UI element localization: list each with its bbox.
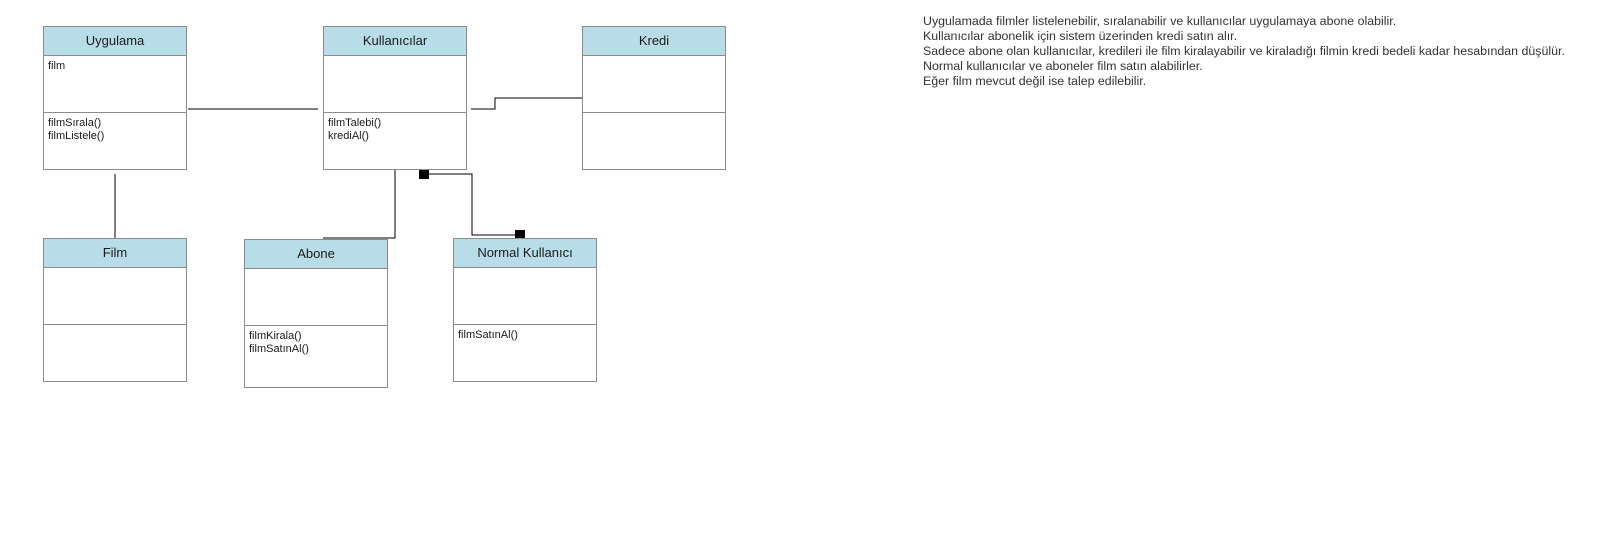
class-kullanicilar[interactable]: Kullanıcılar filmTalebi() krediAl() [323, 26, 467, 170]
class-name: Uygulama [44, 27, 186, 56]
note-line: Uygulamada filmler listelenebilir, sıral… [923, 14, 1397, 28]
class-operations: filmTalebi() krediAl() [328, 117, 382, 142]
note-line: Sadece abone olan kullanıcılar, krediler… [923, 44, 1565, 58]
class-operations: filmSatınAl() [458, 329, 518, 341]
note-line: Kullanıcılar abonelik için sistem üzerin… [923, 29, 1238, 43]
class-attributes [583, 56, 725, 113]
class-abone[interactable]: Abone filmKirala() filmSatınAl() [244, 239, 388, 388]
connector-kullanicilar-kredi [471, 97, 582, 110]
note-line: Eğer film mevcut değil ise talep edilebi… [923, 74, 1147, 88]
class-operations: filmKirala() filmSatınAl() [249, 330, 309, 355]
class-attributes [245, 269, 387, 326]
class-film[interactable]: Film [43, 238, 187, 382]
class-operations: filmSırala() filmListele() [48, 117, 105, 142]
class-name: Kredi [583, 27, 725, 56]
class-attributes [324, 56, 466, 113]
connector-kullanicilar-normal [424, 173, 520, 236]
composition-marker-bottom [515, 230, 525, 240]
class-attributes [44, 268, 186, 325]
class-name: Kullanıcılar [324, 27, 466, 56]
class-attributes: film [44, 56, 186, 113]
class-kredi[interactable]: Kredi [582, 26, 726, 170]
requirements-notes: Uygulamada filmler listelenebilir, sıral… [923, 14, 1565, 89]
class-operations [44, 325, 186, 381]
connector-kullanicilar-abone [323, 170, 396, 239]
class-normal-kullanici[interactable]: Normal Kullanıcı filmSatınAl() [453, 238, 597, 382]
class-name: Normal Kullanıcı [454, 239, 596, 268]
class-operations [583, 113, 725, 169]
class-uygulama[interactable]: Uygulama film filmSırala() filmListele() [43, 26, 187, 170]
class-name: Abone [245, 240, 387, 269]
note-line: Normal kullanıcılar ve aboneler film sat… [923, 59, 1203, 73]
class-name: Film [44, 239, 186, 268]
composition-marker-top [419, 169, 429, 179]
class-attributes [454, 268, 596, 325]
